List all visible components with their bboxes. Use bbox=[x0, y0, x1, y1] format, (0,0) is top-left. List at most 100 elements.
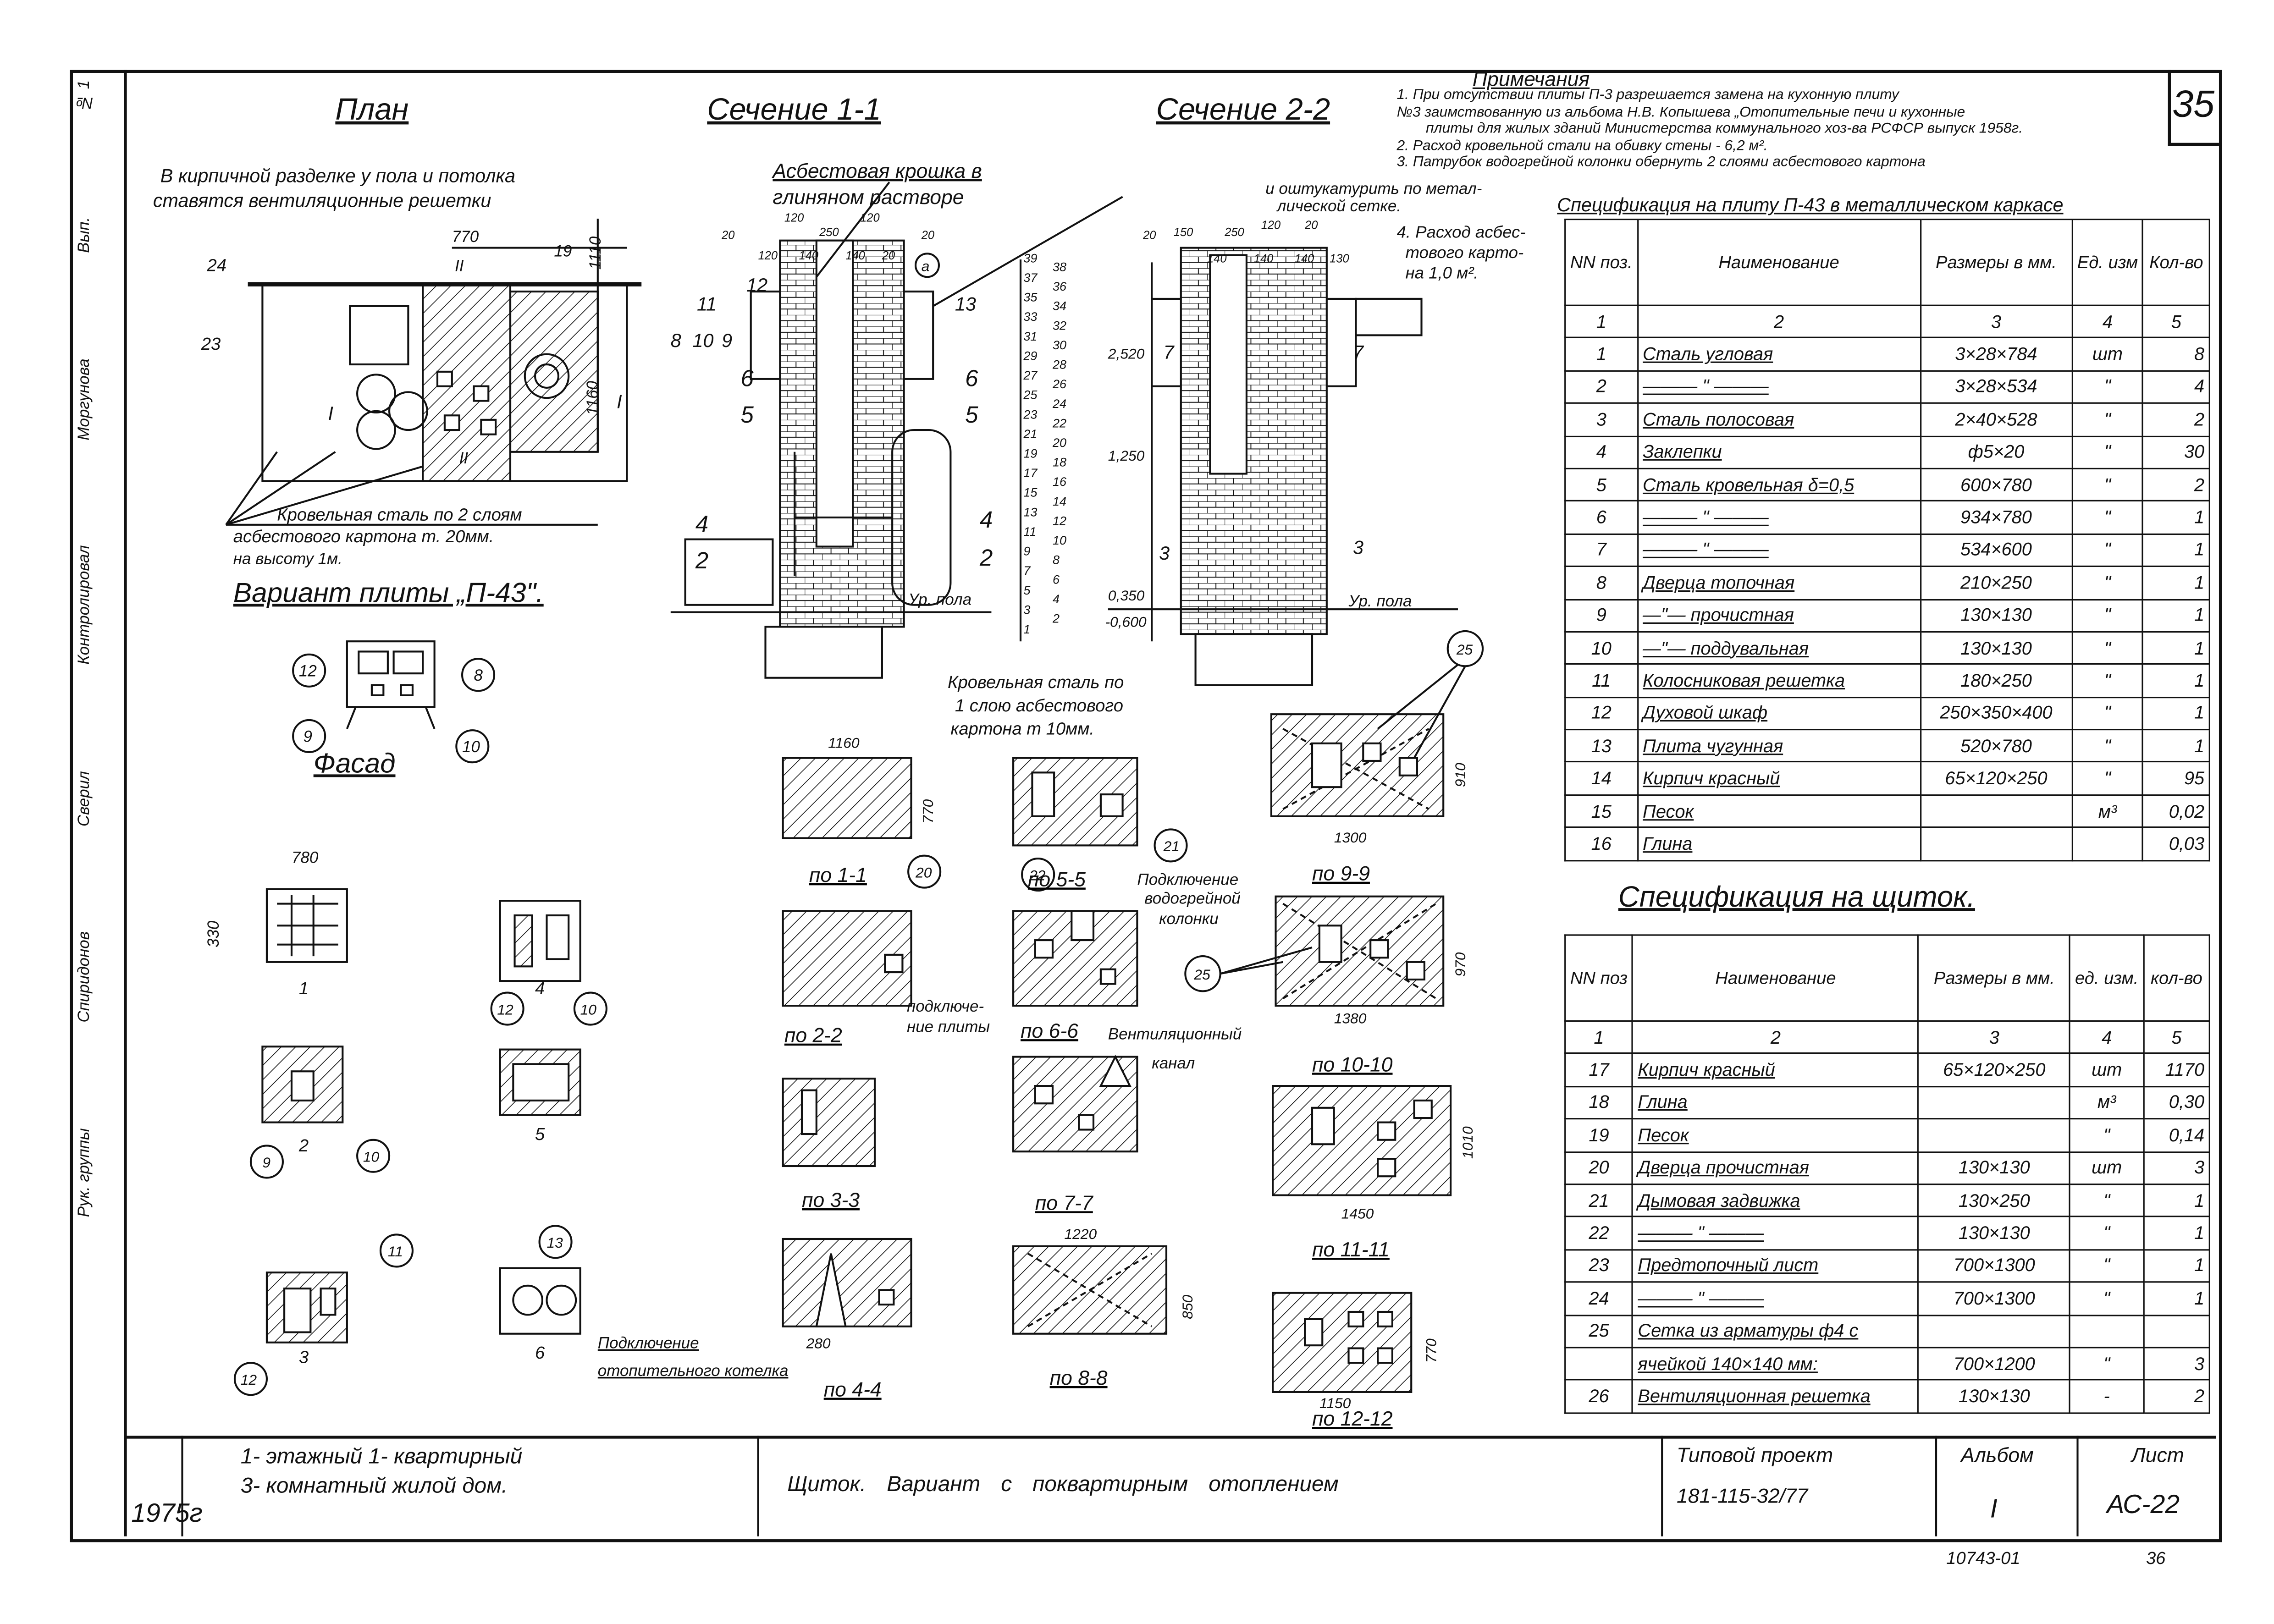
elevation: 0,350 bbox=[1108, 587, 1145, 604]
table-cell: 14 bbox=[1564, 761, 1639, 796]
dim: 140 bbox=[845, 249, 865, 262]
dim: 1380 bbox=[1334, 1010, 1367, 1026]
course-number: 34 bbox=[1053, 299, 1066, 313]
plan-note-bottom: на высоту 1м. bbox=[233, 550, 342, 568]
notes-block: 1. При отсутствии плиты П-3 разрешается … bbox=[1396, 88, 2023, 171]
table-cell: 2×40×528 bbox=[1919, 402, 2073, 437]
table-cell: 4 bbox=[1564, 435, 1639, 469]
cut-label: по 1-1 bbox=[809, 864, 867, 886]
outer-frame bbox=[70, 70, 2222, 1542]
table-cell: 10 bbox=[1564, 631, 1639, 666]
table-cell: 1 bbox=[2142, 566, 2210, 600]
detail-label: 2 bbox=[298, 1136, 309, 1156]
dim: 1300 bbox=[1334, 829, 1367, 846]
facade-callout: 9 bbox=[303, 728, 312, 746]
facade-callout: 10 bbox=[462, 738, 480, 756]
dim: 140 bbox=[1207, 252, 1226, 265]
note-line: 4. Расход асбес- bbox=[1396, 224, 1526, 242]
course-number: 16 bbox=[1053, 475, 1067, 489]
plan-note-top: ставятся вентиляционные решетки bbox=[153, 190, 491, 211]
facade-callout: 8 bbox=[474, 666, 483, 684]
note-line: на 1,0 м². bbox=[1405, 265, 1479, 283]
section-1-labels: 11 8 10 9 12 6 5 4 2 13 6 5 4 2 а bbox=[671, 258, 993, 573]
section-1-note: глиняном растворе bbox=[773, 186, 964, 209]
dim: 120 bbox=[1261, 219, 1281, 231]
label: 12 bbox=[746, 275, 767, 296]
table-cell: 30 bbox=[2142, 435, 2210, 469]
dim: 140 bbox=[1295, 252, 1314, 265]
table-cell: 7 bbox=[1564, 533, 1639, 567]
column-index: 3 bbox=[1918, 1020, 2071, 1055]
facade-title: Фасад bbox=[314, 747, 396, 778]
table-row: 24——— " ———700×1300"1 bbox=[1564, 1281, 2210, 1316]
table-cell: 19 bbox=[1564, 1118, 1634, 1153]
table-cell: 130×130 bbox=[1918, 1379, 2071, 1414]
table-cell: 17 bbox=[1564, 1053, 1634, 1087]
course-number: 4 bbox=[1053, 592, 1060, 606]
detail-label: 6 bbox=[535, 1343, 545, 1363]
column-header: Наименование bbox=[1637, 218, 1921, 306]
table-cell bbox=[1564, 1346, 1634, 1381]
course-number: 20 bbox=[1052, 436, 1066, 450]
table-cell: - bbox=[2069, 1379, 2145, 1414]
section-1-title: Сечение 1-1 bbox=[707, 93, 881, 127]
table-cell: 65×120×250 bbox=[1918, 1053, 2071, 1087]
cut-label: по 9-9 bbox=[1312, 863, 1370, 885]
callout: 25 bbox=[1193, 966, 1210, 983]
dim: 150 bbox=[1174, 226, 1193, 239]
facade-drawing bbox=[292, 640, 496, 764]
table-cell: ——— " ——— bbox=[1632, 1281, 1920, 1316]
section-2-elevations: 2,520 1,250 0,350 -0,600 bbox=[1105, 345, 1146, 630]
course-number: 7 bbox=[1023, 564, 1031, 578]
table-cell: 1 bbox=[2142, 598, 2210, 633]
detail-dim-height: 330 bbox=[204, 920, 222, 947]
label: 5 bbox=[740, 402, 754, 428]
title-block-sheet-value: АС-22 bbox=[2107, 1489, 2180, 1519]
cut-label: по 2-2 bbox=[784, 1024, 842, 1047]
table-cell: 23 bbox=[1564, 1249, 1634, 1283]
course-number: 24 bbox=[1052, 397, 1066, 411]
plan-note-bottom: Кровельная сталь по 2 слоям bbox=[277, 505, 522, 524]
dim: 20 bbox=[1143, 229, 1156, 242]
table-cell: " bbox=[2071, 435, 2144, 469]
cut-note: подключе- bbox=[907, 997, 984, 1015]
detail-callout: 11 bbox=[388, 1243, 403, 1260]
course-number: 27 bbox=[1023, 369, 1038, 382]
column-index: 3 bbox=[1919, 304, 2073, 339]
table-cell: 22 bbox=[1564, 1216, 1634, 1250]
table-cell: Колосниковая решетка bbox=[1637, 663, 1921, 698]
table-cell: Сталь угловая bbox=[1637, 337, 1921, 372]
course-number: 1 bbox=[1023, 622, 1030, 636]
plan-label: 23 bbox=[201, 334, 221, 354]
dim: 250 bbox=[1224, 226, 1244, 239]
table-cell: 4 bbox=[2142, 369, 2210, 404]
table-row: 2——— " ———3×28×534"4 bbox=[1564, 369, 2210, 404]
dim: 1220 bbox=[1064, 1226, 1097, 1242]
section-2-title: Сечение 2-2 bbox=[1156, 93, 1330, 127]
sheet-number: 35 bbox=[2172, 82, 2215, 126]
course-number: 5 bbox=[1023, 584, 1031, 597]
section-1-dims: 20 120 250 120 20 120 140 140 20 bbox=[721, 211, 934, 262]
section-2-floor-level: Ур. пола bbox=[1348, 592, 1412, 610]
section-2-label: 7 bbox=[1164, 341, 1175, 363]
column-index: 2 bbox=[1632, 1020, 1920, 1055]
table-cell: 95 bbox=[2142, 761, 2210, 796]
table-cell: 11 bbox=[1564, 663, 1639, 698]
table-cell: 130×130 bbox=[1919, 631, 2073, 666]
course-number: 6 bbox=[1053, 573, 1060, 586]
table-cell: Сталь полосовая bbox=[1637, 402, 1921, 437]
table-cell: Плита чугунная bbox=[1637, 729, 1921, 763]
table-cell: " bbox=[2071, 729, 2144, 763]
detail-callout: 13 bbox=[547, 1234, 563, 1251]
detail-drawings bbox=[233, 888, 607, 1396]
course-number: 9 bbox=[1023, 545, 1030, 558]
detail-dim-width: 780 bbox=[292, 849, 319, 867]
cut-note: Подключение bbox=[1137, 870, 1238, 888]
